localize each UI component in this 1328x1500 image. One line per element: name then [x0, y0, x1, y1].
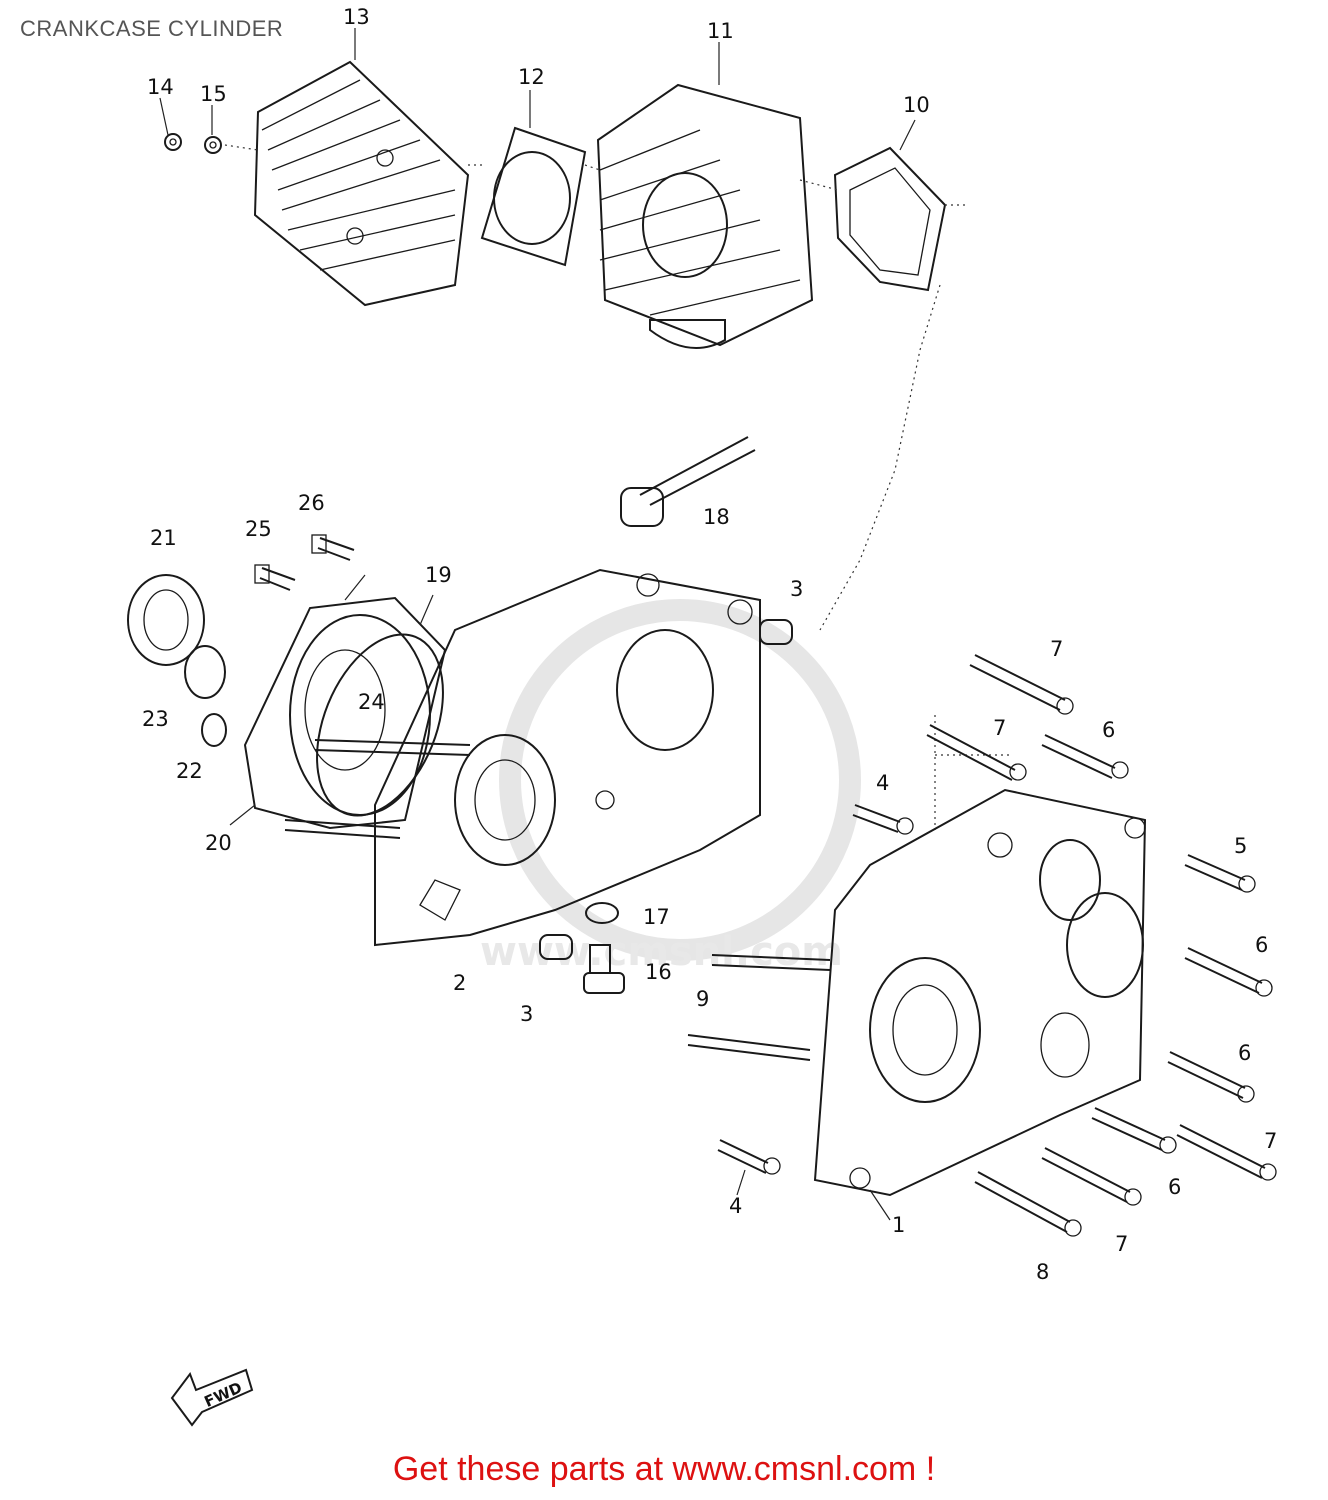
callout-7: 7 [993, 716, 1006, 740]
callout-4: 4 [729, 1194, 742, 1218]
callout-16: 16 [645, 960, 672, 984]
callout-12: 12 [518, 65, 545, 89]
bolt-part[interactable] [1091, 1107, 1177, 1154]
washer-part[interactable] [204, 136, 222, 154]
bolt-part[interactable] [284, 819, 401, 839]
o-ring-medium[interactable] [184, 645, 226, 699]
o-ring-large[interactable] [292, 616, 467, 834]
callout-8: 8 [1036, 1260, 1049, 1284]
bolt-part[interactable] [314, 739, 471, 756]
base-gasket[interactable] [833, 146, 947, 292]
callout-7: 7 [1115, 1232, 1128, 1256]
side-cover[interactable] [243, 596, 447, 830]
bolt-part[interactable] [1167, 1051, 1255, 1103]
callout-9: 9 [696, 987, 709, 1011]
dowel-pin[interactable] [539, 934, 573, 960]
callout-7: 7 [1050, 637, 1063, 661]
callout-11: 11 [707, 19, 734, 43]
bolt-part[interactable] [1184, 947, 1273, 997]
callout-2: 2 [453, 971, 466, 995]
bolt-part[interactable] [1184, 854, 1256, 893]
footer-link[interactable]: Get these parts at www.cmsnl.com ! [392, 1450, 936, 1488]
bolt-part[interactable] [974, 1171, 1082, 1237]
diagram-title: CRANKCASE CYLINDER [20, 16, 284, 41]
fwd-label: FWD [202, 1378, 245, 1410]
callout-25: 25 [245, 517, 272, 541]
callout-6: 6 [1168, 1175, 1181, 1199]
head-gasket[interactable] [480, 126, 587, 267]
screw-part[interactable] [254, 564, 296, 591]
bolt-part[interactable] [1176, 1124, 1277, 1181]
callout-17: 17 [643, 905, 670, 929]
callout-5: 5 [1234, 834, 1247, 858]
callout-21: 21 [150, 526, 177, 550]
callout-labels: 1 2 3 3 4 4 5 6 6 6 6 6 7 7 7 7 7 8 9 10… [142, 5, 1277, 1284]
fwd-arrow-icon: FWD [170, 1368, 254, 1427]
callout-1: 1 [892, 1213, 905, 1237]
callout-6: 6 [1102, 718, 1115, 742]
bolt-part[interactable] [717, 1139, 781, 1175]
bolt-part[interactable] [711, 954, 831, 971]
bolt-part[interactable] [687, 1034, 811, 1061]
callout-26: 26 [298, 491, 325, 515]
callout-19: 19 [425, 563, 452, 587]
bolt-part[interactable] [969, 654, 1074, 715]
callout-13: 13 [343, 5, 370, 29]
cylinder-head[interactable] [253, 60, 470, 307]
callout-4: 4 [876, 771, 889, 795]
callout-6: 6 [1255, 933, 1268, 957]
bolt-part[interactable] [1041, 1147, 1142, 1206]
bolt-part[interactable] [926, 724, 1027, 781]
callout-14: 14 [147, 75, 174, 99]
callout-7: 7 [1264, 1129, 1277, 1153]
callout-10: 10 [903, 93, 930, 117]
screw-part[interactable] [311, 534, 355, 561]
crankcase-left[interactable] [374, 568, 761, 947]
o-ring-small[interactable] [201, 713, 227, 747]
callout-6: 6 [1238, 1041, 1251, 1065]
washer-part[interactable] [585, 902, 619, 924]
callout-18: 18 [703, 505, 730, 529]
oil-seal[interactable] [127, 574, 205, 666]
bolt-part[interactable] [852, 804, 914, 835]
dowel-pin[interactable] [759, 619, 793, 645]
drain-plug[interactable] [583, 944, 625, 994]
callout-3: 3 [790, 577, 803, 601]
crankcase-right[interactable] [813, 788, 1147, 1197]
breather-pipe[interactable] [620, 436, 756, 527]
nut-part[interactable] [164, 133, 182, 151]
callout-3: 3 [520, 1002, 533, 1026]
callout-22: 22 [176, 759, 203, 783]
bolt-part[interactable] [1041, 734, 1129, 779]
watermark-logo: www.cmsnl.com [480, 599, 861, 975]
callout-20: 20 [205, 831, 232, 855]
callout-23: 23 [142, 707, 169, 731]
callout-15: 15 [200, 82, 227, 106]
cylinder[interactable] [596, 83, 814, 349]
callout-24: 24 [358, 690, 385, 714]
